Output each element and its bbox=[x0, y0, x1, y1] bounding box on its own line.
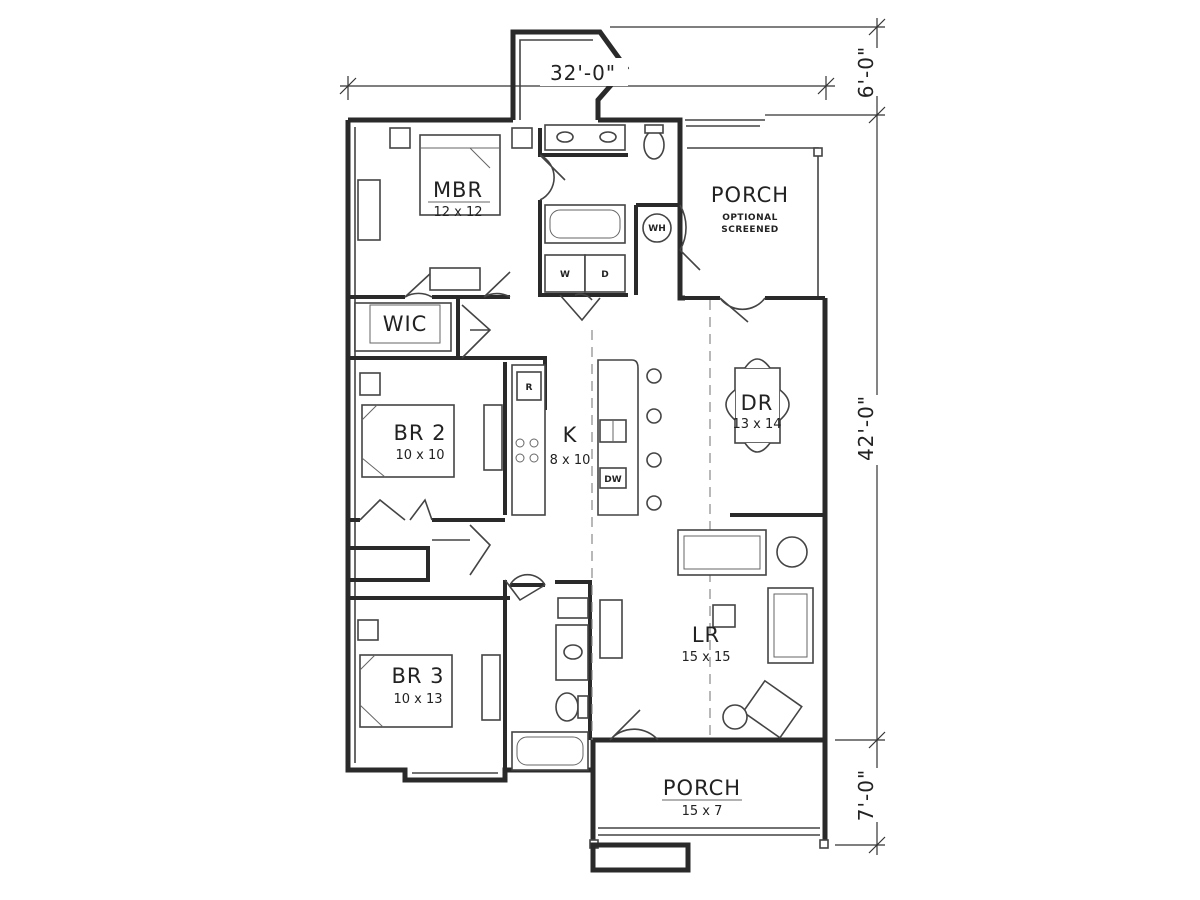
exterior-walls bbox=[345, 29, 829, 873]
stool-icon bbox=[646, 452, 662, 468]
room-size-porch-front: 15 x 7 bbox=[682, 804, 723, 819]
room-label-kitchen: K bbox=[563, 423, 578, 447]
dim-porch-depth: 7'-0" bbox=[854, 769, 878, 821]
front-porch: PORCH 15 x 7 bbox=[662, 776, 742, 819]
rear-porch: PORCH OPTIONAL SCREENED bbox=[711, 183, 789, 235]
room-size-kitchen: 8 x 10 bbox=[550, 453, 591, 468]
sink-icon bbox=[556, 131, 574, 143]
sink-icon bbox=[563, 644, 583, 660]
room-label-porch-rear: PORCH bbox=[711, 183, 789, 207]
toilet-icon bbox=[555, 692, 579, 722]
sink-icon bbox=[599, 131, 617, 143]
walk-in-closet: WIC bbox=[354, 302, 452, 352]
hall-bath bbox=[511, 597, 589, 771]
water-heater-label: WH bbox=[648, 224, 665, 234]
room-label-dr: DR bbox=[741, 391, 774, 415]
stool-icon bbox=[646, 368, 662, 384]
room-label-br3: BR 3 bbox=[391, 664, 444, 688]
room-size-br2: 10 x 10 bbox=[395, 448, 444, 463]
dim-width: 32'-0" bbox=[550, 61, 616, 85]
room-label-lr: LR bbox=[692, 623, 720, 647]
room-size-lr: 15 x 15 bbox=[681, 650, 730, 665]
dim-bump-out: 6'-0" bbox=[854, 46, 878, 98]
dining-room: DR 13 x 14 bbox=[725, 358, 790, 453]
open-plan-divisions bbox=[591, 300, 711, 740]
dim-depth: 42'-0" bbox=[854, 395, 878, 461]
refrigerator-label: R bbox=[526, 383, 533, 393]
room-label-wic: WIC bbox=[383, 312, 428, 336]
dryer-label: D bbox=[601, 270, 608, 280]
bedroom-2: BR 2 10 x 10 bbox=[359, 372, 503, 478]
porch-note-screened: SCREENED bbox=[721, 225, 778, 235]
master-bedroom: MBR 12 x 12 bbox=[357, 127, 533, 291]
room-size-mbr: 12 x 12 bbox=[433, 205, 482, 220]
porch-note-optional: OPTIONAL bbox=[722, 213, 778, 223]
master-bath bbox=[544, 124, 665, 244]
kitchen: R DW K 8 x 10 bbox=[511, 359, 662, 516]
room-label-mbr: MBR bbox=[433, 178, 483, 202]
dimension-lines bbox=[339, 18, 886, 855]
bedroom-3: BR 3 10 x 13 bbox=[357, 619, 501, 728]
room-size-dr: 13 x 14 bbox=[732, 417, 781, 432]
room-size-br3: 10 x 13 bbox=[393, 692, 442, 707]
laundry: W D WH bbox=[544, 213, 672, 293]
stool-icon bbox=[646, 495, 662, 511]
dishwasher-label: DW bbox=[604, 475, 621, 485]
living-room: LR 15 x 15 bbox=[599, 529, 814, 739]
washer-label: W bbox=[560, 270, 570, 280]
room-label-porch-front: PORCH bbox=[663, 776, 741, 800]
stool-icon bbox=[646, 408, 662, 424]
room-label-br2: BR 2 bbox=[393, 421, 446, 445]
door-swings bbox=[359, 154, 766, 741]
toilet-icon bbox=[643, 130, 665, 160]
